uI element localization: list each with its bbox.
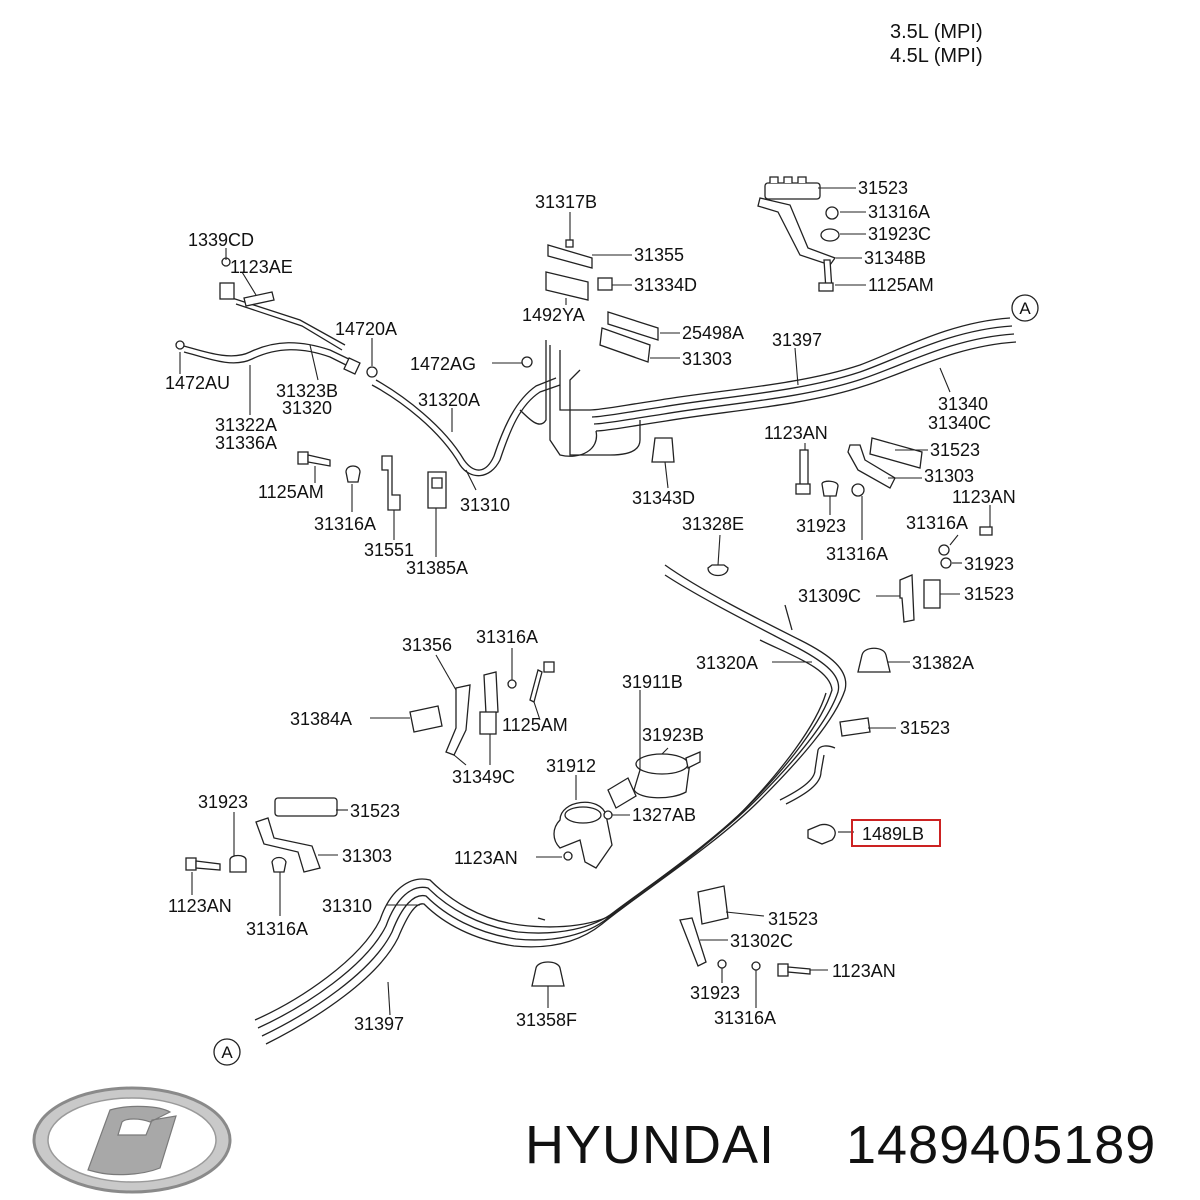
part-label: 31397 [354,1014,404,1034]
part-label: 31384A [290,709,352,729]
reference-marker-a-bottom: A [213,1038,241,1066]
part-label: 31923C [868,224,931,244]
part-label: 31316A [714,1008,776,1028]
part-label: 31320A [418,390,480,410]
part-label: 31355 [634,245,684,265]
part-label: 31303 [924,466,974,486]
part-label: 31912 [546,756,596,776]
part-label: 31923 [198,792,248,812]
part-label: 31340C [928,413,991,433]
part-label: 31356 [402,635,452,655]
part-label: 1123AN [832,961,896,981]
part-label: 31523 [930,440,980,460]
part-labels: 31523 31316A 31923C 31348B 1125AM 31317B… [165,178,1016,1034]
upper-fuel-lines [179,297,1017,477]
part-label: 31397 [772,330,822,350]
part-label: 1123AN [952,487,1016,507]
engine-label-35: 3.5L (MPI) [890,21,983,43]
part-label: 31385A [406,558,468,578]
part-number: 1489405189 [846,1115,1156,1175]
part-label: 1123AN [454,848,518,868]
part-label: 31911B [622,672,683,692]
marker-a-bottom-label: A [221,1043,233,1062]
part-label: 31316A [476,627,538,647]
part-label: 31322A [215,415,277,435]
part-label: 31523 [900,718,950,738]
part-label: 1339CD [188,230,254,250]
part-label: 31303 [682,349,732,369]
part-label: 31340 [938,394,988,414]
part-label: 31302C [730,931,793,951]
part-label: 31336A [215,433,277,453]
part-label: 31316A [314,514,376,534]
part-label: 31334D [634,275,697,295]
part-label: 31551 [364,540,414,560]
part-label: 31349C [452,767,515,787]
part-label: 31923 [690,983,740,1003]
part-label: 31317B [535,192,597,212]
leader-lines [179,187,991,1016]
part-label: 31316A [826,544,888,564]
part-label: 1492YA [522,305,585,325]
highlight-box [851,819,941,847]
part-label: 31923B [642,725,704,745]
part-label: 31303 [342,846,392,866]
part-label: 1123AN [764,423,828,443]
brand-name: HYUNDAI [525,1115,775,1175]
part-label: 1472AG [410,354,476,374]
lower-fuel-lines [254,564,847,1045]
part-label: 31523 [350,801,400,821]
part-label: 31320A [696,653,758,673]
part-label: 1123AE [230,257,293,277]
part-label: 31309C [798,586,861,606]
hyundai-logo [32,1086,232,1194]
highlighted-part-label: 1489LB [862,824,924,844]
part-label: 14720A [335,319,397,339]
part-label: 1472AU [165,373,230,393]
part-label: 1123AN [168,896,232,916]
part-label: 1125AM [868,275,934,295]
part-label: 31316A [868,202,930,222]
part-label: 31523 [858,178,908,198]
part-label: 31316A [246,919,308,939]
part-label: 31923 [796,516,846,536]
part-label: 31320 [282,398,332,418]
part-label: 25498A [682,323,744,343]
marker-a-top-label: A [1019,299,1031,318]
part-label: 31382A [912,653,974,673]
part-label: 1327AB [632,805,696,825]
part-label: 31348B [864,248,926,268]
part-label: 31358F [516,1010,577,1030]
part-label: 31328E [682,514,744,534]
parts-shapes [175,176,993,987]
part-label: 1125AM [258,482,324,502]
part-label: 31310 [460,495,510,515]
part-label: 31323B [276,381,338,401]
part-label: 31343D [632,488,695,508]
part-label: 1125AM [502,715,568,735]
part-label: 31316A [906,513,968,533]
part-label: 31523 [768,909,818,929]
reference-marker-a-top: A [1011,294,1039,322]
part-label: 31310 [322,896,372,916]
engine-label-45: 4.5L (MPI) [890,45,983,67]
part-label: 31523 [964,584,1014,604]
part-label: 31923 [964,554,1014,574]
